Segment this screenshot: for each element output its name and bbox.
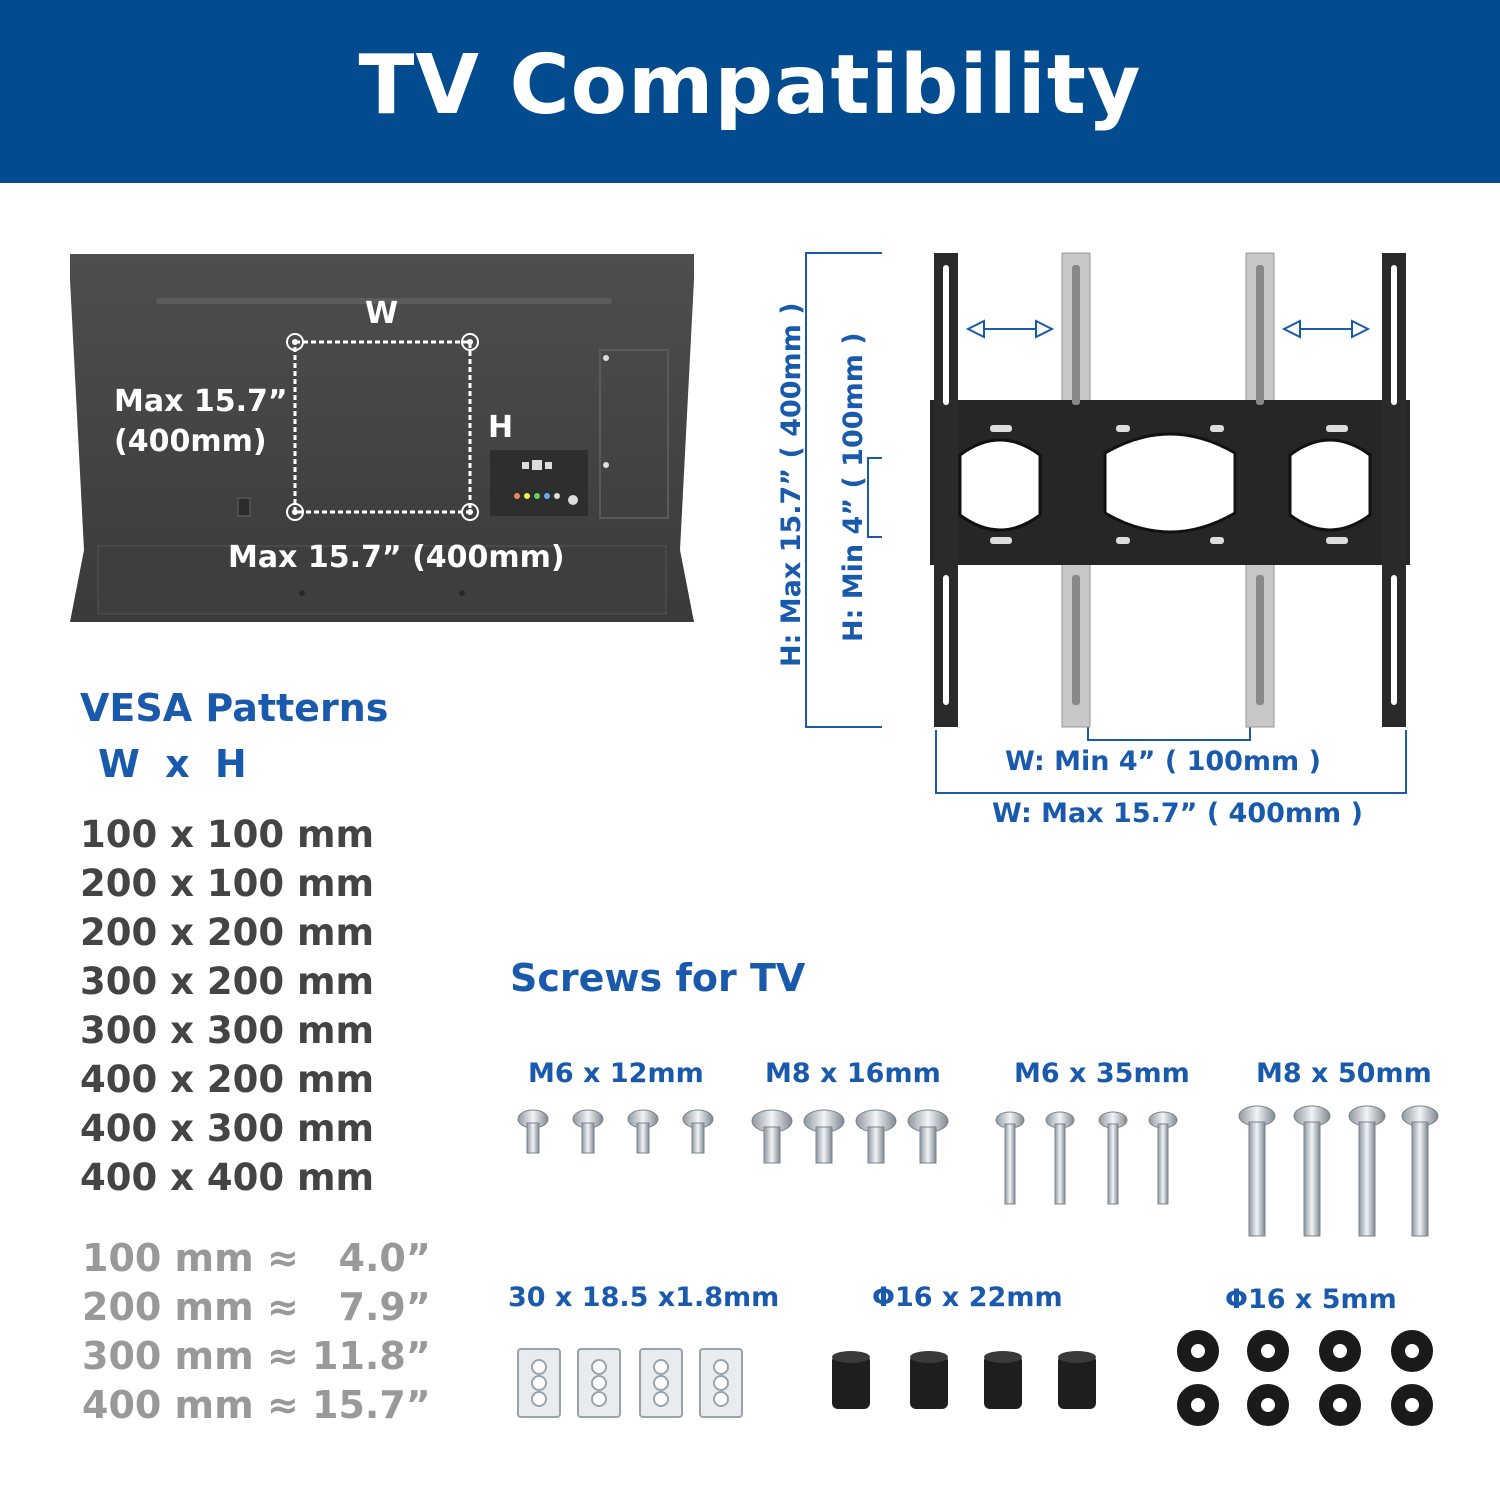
- tv-max-h-line1: Max 15.7”: [114, 384, 288, 419]
- screw-label-m6-12: M6 x 12mm: [528, 1058, 704, 1089]
- m6-12-screws-icon: [517, 1109, 714, 1154]
- washer-label: Φ16 x 5mm: [1225, 1284, 1397, 1315]
- mount-w-min-label: W: Min 4” ( 100mm ): [1005, 746, 1321, 777]
- vesa-pattern: 200 x 100 mm: [80, 862, 375, 905]
- m8-50-screws-icon: [1238, 1105, 1439, 1237]
- vesa-pattern: 400 x 300 mm: [80, 1107, 375, 1150]
- vesa-pattern: 400 x 200 mm: [80, 1058, 375, 1101]
- vesa-pattern: 300 x 300 mm: [80, 1009, 375, 1052]
- tv-max-w-label: Max 15.7” (400mm): [228, 540, 565, 575]
- tv-back-illustration: [70, 254, 694, 622]
- mm-inch-conversion: 300 mm ≈ 11.8”: [82, 1334, 431, 1378]
- mount-bracket-illustration: [805, 252, 1410, 794]
- mm-inch-conversion: 200 mm ≈ 7.9”: [82, 1285, 431, 1329]
- header-banner: [0, 0, 1500, 183]
- spacers-icon: [832, 1351, 1096, 1409]
- vesa-title: VESA Patterns: [80, 686, 389, 730]
- mm-inch-conversion: 100 mm ≈ 4.0”: [82, 1236, 431, 1280]
- vesa-pattern: 100 x 100 mm: [80, 813, 375, 856]
- mm-inch-conversion: 400 mm ≈ 15.7”: [82, 1383, 431, 1427]
- vesa-pattern: 400 x 400 mm: [80, 1156, 375, 1199]
- screw-label-m8-16: M8 x 16mm: [765, 1058, 941, 1089]
- screw-label-m6-35: M6 x 35mm: [1014, 1058, 1190, 1089]
- mount-h-min-label: H: Min 4” ( 100mm ): [838, 332, 869, 643]
- mount-h-max-label: H: Max 15.7” ( 400mm ): [776, 302, 807, 668]
- vesa-pattern: 300 x 200 mm: [80, 960, 375, 1003]
- screws-title: Screws for TV: [510, 956, 806, 1000]
- tv-w-label: W: [365, 296, 399, 331]
- washer-plate-label: 30 x 18.5 x1.8mm: [508, 1282, 780, 1313]
- mount-w-max-label: W: Max 15.7” ( 400mm ): [992, 798, 1363, 829]
- black-washers-icon: [1177, 1330, 1433, 1426]
- tv-h-label: H: [488, 410, 514, 445]
- tv-max-h-line2: (400mm): [114, 424, 267, 459]
- screw-label-m8-50: M8 x 50mm: [1256, 1058, 1432, 1089]
- vesa-pattern: 200 x 200 mm: [80, 911, 375, 954]
- vesa-wxh: W x H: [98, 742, 247, 786]
- page-title: TV Compatibility: [358, 38, 1142, 133]
- washer-plates-icon: [517, 1348, 743, 1418]
- m6-35-screws-icon: [995, 1111, 1178, 1205]
- m8-16-screws-icon: [751, 1109, 949, 1164]
- spacer-label: Φ16 x 22mm: [872, 1282, 1063, 1313]
